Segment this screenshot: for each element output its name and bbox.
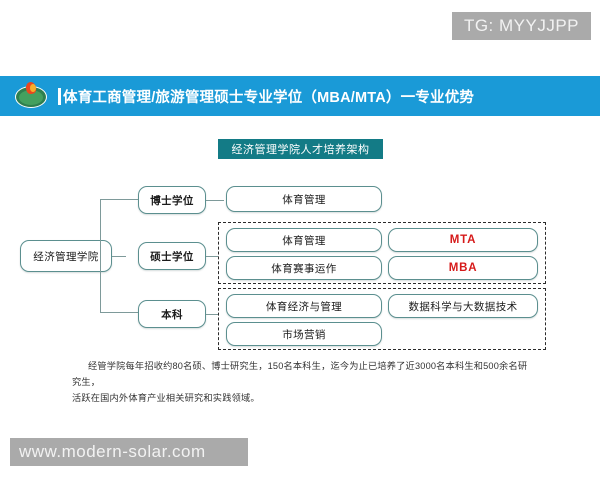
program-node-undergrad-marketing: 市场营销 [226,322,382,346]
connector-bracket [100,199,138,313]
program-node-master-sport-management: 体育管理 [226,228,382,252]
connector-undergraduate [206,313,218,315]
telegram-watermark: TG: MYYJJPP [452,12,591,40]
level-node-master: 硕士学位 [138,242,206,270]
program-node-master-mba: MBA [388,256,538,280]
root-node-school: 经济管理学院 [20,240,112,272]
site-url-watermark: www.modern-solar.com [10,438,248,466]
program-node-master-sport-events: 体育赛事运作 [226,256,382,280]
program-node-doctoral-sport-management: 体育管理 [226,186,382,212]
caption-block: 经管学院每年招收约80名硕、博士研究生，150名本科生，迄今为止已培养了近300… [72,358,534,406]
level-node-doctoral: 博士学位 [138,186,206,214]
caption-line-2: 活跃在国内外体育产业相关研究和实践领域。 [72,393,260,403]
connector-master [206,255,218,257]
group-region-master [218,222,546,284]
connector-root-stem [112,255,126,257]
connector-doctoral [206,199,224,201]
program-node-undergrad-sport-economics: 体育经济与管理 [226,294,382,318]
slide-header-banner: 体育工商管理/旅游管理硕士专业学位（MBA/MTA）一专业优势 [0,76,600,116]
group-region-undergraduate [218,288,546,350]
diagram-title-chip: 经济管理学院人才培养架构 [218,139,383,159]
title-accent-bar [58,87,61,105]
caption-line-1: 经管学院每年招收约80名硕、博士研究生，150名本科生，迄今为止已培养了近300… [72,361,528,387]
level-node-undergraduate: 本科 [138,300,206,328]
slide-title: 体育工商管理/旅游管理硕士专业学位（MBA/MTA）一专业优势 [63,89,475,106]
university-emblem-icon [14,81,48,111]
program-node-master-mta: MTA [388,228,538,252]
program-node-undergrad-data-science: 数据科学与大数据技术 [388,294,538,318]
